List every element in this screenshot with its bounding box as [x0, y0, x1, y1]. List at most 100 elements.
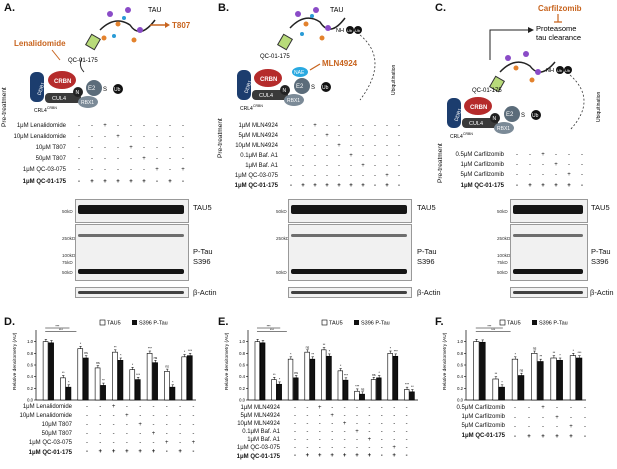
condition-sign: +	[569, 433, 573, 440]
y-tick-label: 1.0	[457, 339, 463, 344]
bar-ptau	[576, 357, 583, 401]
svg-text:Ub: Ub	[347, 28, 353, 33]
significance-marker: ns	[520, 369, 524, 373]
condition-sign: -	[179, 422, 182, 428]
significance-marker: ns	[96, 361, 100, 365]
condition-sign: -	[125, 422, 128, 428]
significance-marker: **	[553, 351, 556, 355]
condition-sign: -	[368, 429, 371, 435]
condition-sign: -	[331, 445, 334, 451]
condition-sign: -	[368, 405, 371, 411]
condition-sign: -	[542, 414, 544, 421]
condition-sign: -	[393, 437, 396, 443]
bar-ptau	[376, 377, 382, 401]
svg-text:Ub: Ub	[355, 28, 361, 33]
condition-sign: +	[355, 453, 359, 459]
pretreatment-label-c: Pre-treatment	[437, 143, 444, 183]
condition-sign: -	[380, 445, 383, 451]
condition-sign: -	[356, 445, 358, 451]
legend-label-tau5: TAU5	[507, 321, 521, 327]
condition-sign: -	[294, 453, 296, 459]
svg-text:CRL4: CRL4	[240, 106, 253, 112]
condition-sign: -	[343, 405, 346, 411]
bar-tau5	[112, 351, 118, 401]
significance-marker: *	[120, 354, 122, 358]
condition-sign: -	[514, 424, 516, 430]
condition-sign: -	[318, 445, 321, 451]
svg-text:S: S	[103, 87, 107, 93]
tau5-blot-b	[288, 199, 412, 223]
significance-marker: **	[495, 372, 498, 376]
significance-marker: *	[390, 347, 392, 351]
y-axis-label: Relative densitometry (AU)	[224, 332, 230, 390]
svg-text:E2: E2	[88, 86, 96, 92]
lenalidomide-label: Lenalidomide	[14, 39, 66, 48]
condition-sign: -	[192, 431, 195, 437]
svg-text:CRBN: CRBN	[463, 132, 473, 136]
bar-ptau	[259, 342, 266, 401]
qc01175-label: QC-01-175	[68, 58, 98, 64]
svg-text:Ubiquitination: Ubiquitination	[391, 64, 397, 95]
y-tick-label: 0.6	[457, 363, 463, 368]
significance-marker: ***	[405, 383, 410, 387]
significance-marker: ns	[84, 351, 88, 355]
condition-sign: -	[192, 449, 195, 455]
condition-sign: -	[294, 437, 296, 443]
bar-tau5	[164, 371, 170, 401]
condition-sign: -	[99, 404, 102, 410]
bar-tau5	[254, 341, 260, 401]
bracket-significance: ***	[55, 324, 60, 328]
condition-sign: +	[392, 445, 396, 451]
condition-sign: -	[139, 404, 142, 410]
panel-a-label: A.	[4, 2, 15, 14]
y-tick-label: 0.0	[239, 398, 245, 403]
legend-swatch-ptau	[532, 320, 537, 325]
condition-sign: -	[306, 405, 309, 411]
bar-tau5	[287, 358, 294, 401]
condition-sign: -	[125, 440, 128, 446]
condition-sign: -	[514, 414, 516, 421]
condition-sign: +	[178, 449, 182, 455]
condition-sign: +	[165, 440, 169, 446]
condition-sign: +	[367, 437, 372, 443]
condition-sign: -	[331, 421, 334, 427]
legend-label-ptau: S396 P-Tau	[539, 321, 568, 327]
y-tick-label: 0.6	[239, 363, 245, 368]
condition-sign: +	[541, 433, 545, 440]
panel-c-schematic: Carfilzomib Proteasome tau clearance NH …	[447, 4, 602, 140]
svg-text:CRBN: CRBN	[470, 105, 487, 111]
significance-marker: **	[311, 352, 314, 356]
condition-sign: -	[99, 422, 102, 428]
svg-text:NH: NH	[336, 28, 344, 34]
significance-marker: ***	[394, 349, 399, 353]
ptau-blot-a	[75, 224, 189, 281]
panel-e-label: E.	[218, 316, 229, 328]
bar-tau5	[473, 341, 480, 401]
condition-sign: +	[355, 429, 359, 435]
condition-sign: -	[380, 413, 383, 419]
condition-sign: -	[570, 414, 572, 421]
significance-marker: ***	[136, 373, 141, 377]
condition-sign: -	[306, 421, 309, 427]
svg-text:Ub: Ub	[557, 68, 563, 73]
svg-text:Ubiquitination: Ubiquitination	[596, 91, 602, 122]
condition-sign: -	[405, 445, 408, 451]
condition-sign: -	[405, 453, 408, 459]
significance-marker: ***	[577, 351, 582, 355]
bar-tau5	[146, 353, 153, 401]
svg-text:S: S	[521, 113, 525, 119]
svg-text:Proteasome: Proteasome	[536, 24, 576, 33]
y-tick-label: 0.4	[239, 374, 245, 379]
condition-sign: -	[343, 437, 346, 443]
condition-sign: -	[112, 413, 115, 419]
svg-text:tau clearance: tau clearance	[536, 33, 581, 42]
actin-blot-a	[75, 287, 189, 298]
y-tick-label: 0.2	[27, 386, 33, 391]
tau5-blot-c	[510, 199, 588, 223]
condition-sign: +	[111, 404, 116, 410]
condition-sign: -	[306, 437, 309, 443]
condition-sign: -	[514, 405, 516, 411]
significance-marker: ns	[165, 365, 169, 369]
condition-sign: -	[584, 433, 586, 440]
svg-text:RBX1: RBX1	[287, 98, 300, 104]
